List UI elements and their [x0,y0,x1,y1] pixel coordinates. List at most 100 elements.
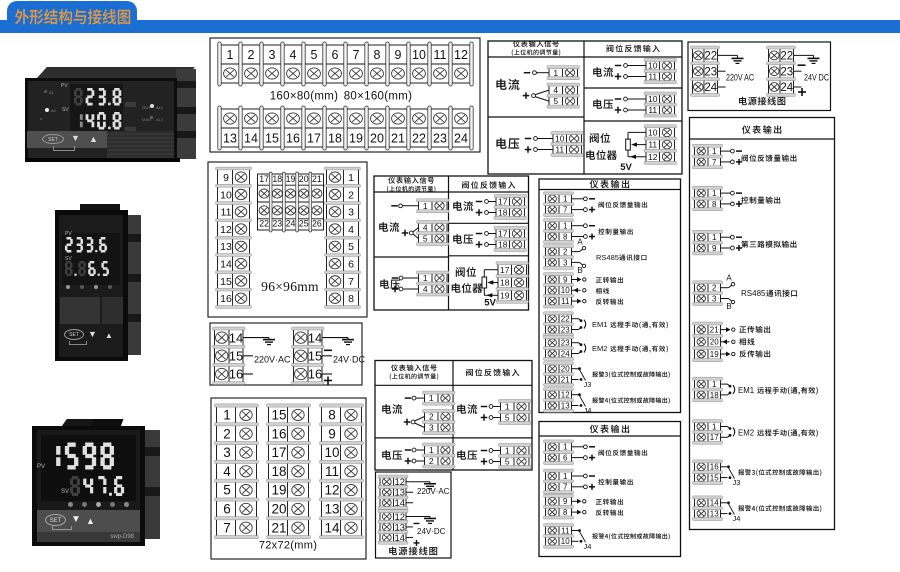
svg-text:11: 11 [648,105,657,115]
svg-text:8: 8 [712,200,717,209]
svg-text:24: 24 [704,82,717,94]
svg-text:3: 3 [348,207,354,219]
svg-text:10: 10 [648,61,658,71]
svg-text:4: 4 [553,85,558,95]
svg-text:17: 17 [498,197,508,207]
svg-text:14: 14 [394,498,405,509]
svg-text:21: 21 [561,375,570,384]
svg-text:22: 22 [561,315,570,324]
svg-text:13: 13 [220,241,232,253]
svg-text:EM2: EM2 [738,428,754,437]
svg-text:1: 1 [505,402,510,412]
svg-text:3: 3 [429,423,434,433]
svg-text:2: 2 [563,247,568,256]
svg-text:1: 1 [563,195,568,204]
svg-text:14: 14 [229,330,243,345]
svg-text:19: 19 [500,290,510,300]
svg-text:10: 10 [412,48,426,62]
svg-text:14: 14 [394,533,405,544]
svg-text:220V AC: 220V AC [726,73,755,83]
svg-text:8: 8 [563,508,568,517]
svg-text:EM1: EM1 [738,386,754,395]
svg-text:20: 20 [271,502,286,517]
svg-text:8: 8 [563,232,568,241]
svg-text:EM2: EM2 [592,344,607,353]
svg-text:16: 16 [308,367,322,382]
svg-text:16: 16 [271,426,286,441]
svg-text:23: 23 [272,218,282,228]
svg-text:1: 1 [712,422,717,431]
svg-text:20: 20 [561,365,570,374]
svg-text:12: 12 [220,224,232,236]
svg-text:16: 16 [286,132,300,146]
svg-text:B: B [726,302,731,311]
svg-text:14: 14 [710,499,719,508]
svg-text:24V·DC: 24V·DC [333,354,366,364]
svg-text:19: 19 [710,350,719,359]
svg-text:14: 14 [220,258,232,270]
svg-text:13: 13 [561,401,570,410]
svg-text:4: 4 [290,48,297,62]
svg-text:4: 4 [423,223,428,233]
svg-text:16: 16 [220,293,232,305]
svg-text:2: 2 [348,189,354,201]
svg-text:17: 17 [259,174,269,184]
svg-text:14: 14 [244,132,258,146]
svg-text:23: 23 [561,325,570,334]
svg-text:15: 15 [271,408,286,423]
svg-text:15: 15 [265,132,279,146]
svg-text:9: 9 [223,172,229,184]
svg-text:2: 2 [223,426,231,441]
svg-text:18: 18 [271,464,286,479]
svg-text:1: 1 [553,68,558,78]
svg-text:5: 5 [348,241,354,253]
svg-text:22: 22 [259,218,269,228]
svg-text:1: 1 [712,380,717,389]
svg-text:1: 1 [712,147,717,156]
svg-text:1: 1 [563,472,568,481]
svg-text:220V·AC: 220V·AC [254,354,291,364]
svg-text:1: 1 [712,233,717,242]
svg-text:5V: 5V [620,162,632,173]
svg-text:10: 10 [561,537,570,546]
svg-text:2: 2 [429,456,434,466]
svg-text:11: 11 [561,526,570,535]
svg-text:1: 1 [423,273,428,283]
svg-text:14: 14 [324,520,340,535]
svg-text:19: 19 [286,174,296,184]
svg-text:1: 1 [429,393,434,403]
svg-text:96×96mm: 96×96mm [261,279,319,294]
svg-text:2: 2 [429,412,434,422]
svg-text:13: 13 [394,488,405,499]
svg-text:13: 13 [394,522,405,533]
svg-text:11: 11 [648,140,657,150]
svg-text:1: 1 [505,446,510,456]
svg-text:14: 14 [308,330,322,345]
svg-text:1: 1 [563,222,568,231]
svg-text:220V·AC: 220V·AC [417,487,450,496]
svg-text:J4: J4 [584,406,592,415]
svg-text:21: 21 [391,132,405,146]
svg-text:8: 8 [328,408,336,423]
svg-text:22: 22 [704,51,717,63]
svg-text:18: 18 [500,278,510,288]
svg-text:24: 24 [286,218,296,228]
svg-text:10: 10 [561,286,570,295]
svg-text:15: 15 [710,473,719,482]
svg-text:17: 17 [307,132,321,146]
svg-text:10: 10 [220,189,232,201]
svg-text:10: 10 [648,127,658,137]
svg-text:24: 24 [454,132,468,146]
svg-text:1: 1 [227,48,234,62]
svg-text:11: 11 [555,145,564,155]
svg-text:8: 8 [374,48,381,62]
svg-text:23: 23 [561,339,570,348]
svg-text:13: 13 [324,502,339,517]
svg-text:5: 5 [423,234,428,244]
svg-text:6: 6 [223,502,231,517]
svg-text:17: 17 [498,229,508,239]
svg-text:J3: J3 [733,478,741,487]
svg-text:17: 17 [710,433,719,442]
svg-text:1: 1 [563,443,568,452]
svg-text:12: 12 [648,152,658,162]
